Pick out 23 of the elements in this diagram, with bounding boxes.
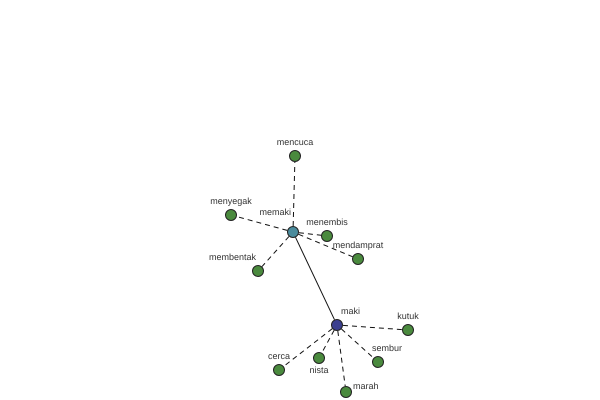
connector-line [236, 216, 288, 231]
node-label: sembur [372, 343, 402, 353]
connector-line [342, 324, 403, 330]
node-label: mendamprat [332, 240, 384, 250]
node-label: memaki [259, 207, 291, 217]
connector-line [298, 234, 353, 258]
connector-line [283, 328, 333, 367]
connector-line [337, 330, 346, 387]
node-label: marah [353, 381, 379, 391]
node-label: mencuca [276, 137, 314, 147]
node-label: menembis [306, 217, 348, 227]
connector-line [298, 232, 322, 236]
node-label: membentak [208, 252, 256, 262]
connector-line [292, 162, 296, 226]
node-label: nista [310, 365, 328, 375]
connector-line [340, 328, 374, 358]
connector-line [295, 236, 335, 320]
node-label: maki [341, 306, 360, 316]
connector-line [262, 236, 290, 268]
node-label: kutuk [397, 311, 419, 321]
connector-line [321, 330, 335, 354]
node-label: cerca [268, 351, 290, 361]
node-label: menyegak [210, 196, 252, 206]
